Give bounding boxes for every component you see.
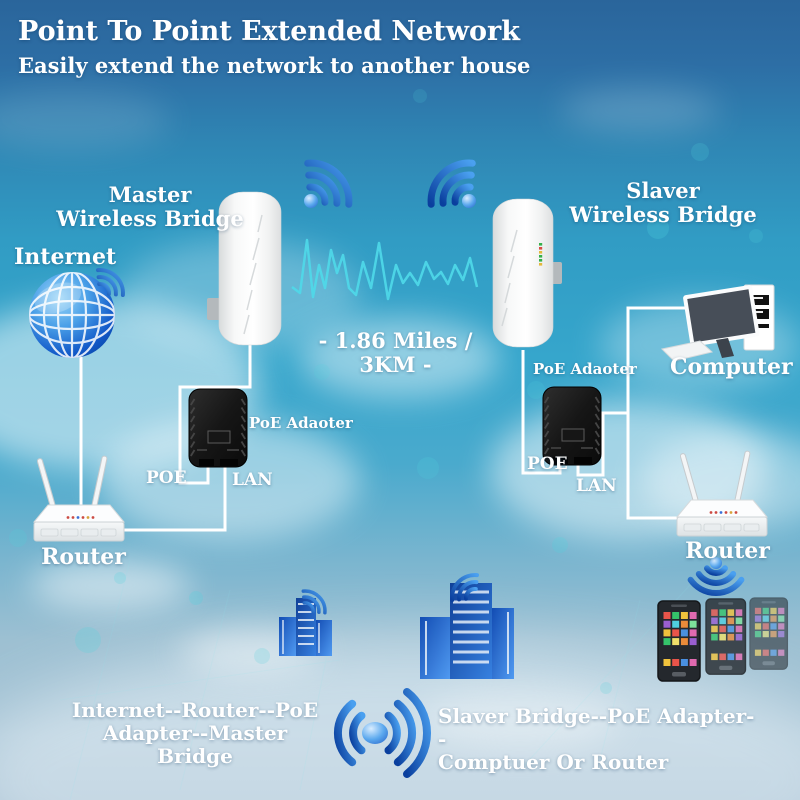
smartphone-icons xyxy=(657,597,789,682)
lan-port-left-label: LAN xyxy=(232,470,273,490)
page-title: Point To Point Extended Network xyxy=(18,16,520,47)
wifi-icon-globe xyxy=(96,268,125,297)
wifi-icon-large-buildings xyxy=(450,573,479,602)
page-subtitle: Easily extend the network to another hou… xyxy=(18,53,531,78)
poe-adapter-right-label: PoE Adaoter xyxy=(533,360,637,378)
poe-port-right-label: POE xyxy=(527,454,568,474)
slaver-bridge-device xyxy=(492,198,562,348)
signal-waveform xyxy=(291,238,479,301)
flow-left-label: Internet--Router--PoE Adapter--Master Br… xyxy=(71,698,319,769)
lan-port-right-label: LAN xyxy=(576,476,617,496)
city-buildings-large xyxy=(420,583,514,679)
wifi-icon-slaver xyxy=(427,159,476,208)
distance-label: - 1.86 Miles / 3KM - xyxy=(318,328,473,378)
flow-right-label: Slaver Bridge--PoE Adapter-- Comptuer Or… xyxy=(438,704,755,775)
master-bridge-label: Master Wireless Bridge xyxy=(56,182,244,232)
internet-globe-icon xyxy=(29,272,115,358)
computer-icon xyxy=(660,284,775,362)
router-right-device xyxy=(676,450,768,537)
internet-label: Internet xyxy=(14,244,117,270)
cloud xyxy=(560,88,720,132)
poe-adapter-left-label: PoE Adaoter xyxy=(249,414,353,432)
cloud xyxy=(30,560,190,610)
wifi-icon-master xyxy=(304,159,353,208)
master-bridge-device xyxy=(207,191,282,346)
slaver-bridge-label: Slaver Wireless Bridge xyxy=(569,178,757,228)
bokeh-dots xyxy=(9,89,763,694)
wifi-icon-small-buildings xyxy=(301,589,327,615)
city-buildings-small xyxy=(279,598,332,656)
wifi-broadcast-icon xyxy=(333,688,432,778)
cloud xyxy=(300,318,500,398)
router-left-label: Router xyxy=(41,544,126,570)
cloud xyxy=(420,690,620,750)
router-right-label: Router xyxy=(685,538,770,564)
poe-port-left-label: POE xyxy=(146,468,187,488)
led-indicators xyxy=(539,243,543,266)
wifi-icon-router-right xyxy=(687,557,745,596)
router-left-device xyxy=(33,455,125,542)
computer-label: Computer xyxy=(670,354,793,380)
poe-adapter-left-device xyxy=(188,388,248,468)
cloud xyxy=(0,90,170,150)
